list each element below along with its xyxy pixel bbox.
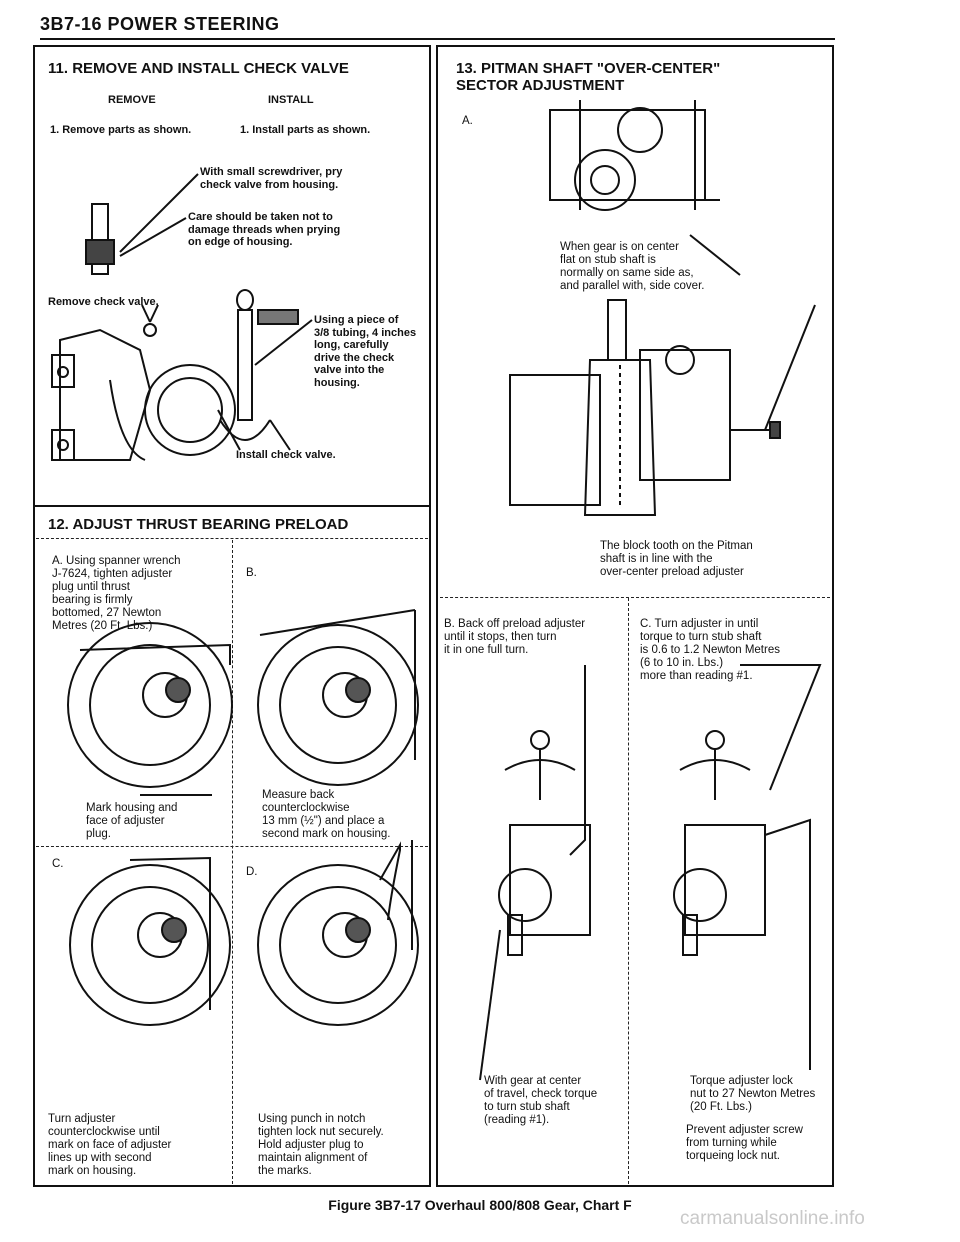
dashed-rule (36, 538, 428, 539)
step-b-label: B. (246, 567, 257, 579)
right-panel-frame (436, 45, 834, 1187)
section-divider (33, 505, 431, 507)
step-a-mark: Mark housing and face of adjuster plug. (86, 802, 178, 840)
watermark: carmanualsonline.info (680, 1208, 865, 1229)
section-11-title: 11. REMOVE AND INSTALL CHECK VALVE (48, 60, 349, 77)
install-step: 1. Install parts as shown. (240, 124, 371, 136)
step-13b-text: B. Back off preload adjuster until it st… (444, 618, 586, 656)
step-a-text: A. Using spanner wrench J-7624, tighten … (52, 555, 181, 632)
header-rule (40, 38, 835, 40)
dashed-divider (232, 540, 233, 1184)
thrust-bearing-illustration (67, 609, 419, 1026)
install-heading: INSTALL (268, 94, 314, 106)
note-care: Care should be taken not to damage threa… (188, 211, 341, 248)
figure-caption: Figure 3B7-17 Overhaul 800/808 Gear, Cha… (328, 1197, 632, 1213)
step-b-text: Measure back counterclockwise 13 mm (½")… (262, 789, 391, 840)
pitman-gear-illustration (509, 100, 816, 516)
dashed-divider (628, 598, 629, 1184)
page-header: 3B7-16 POWER STEERING (40, 14, 280, 34)
remove-step: 1. Remove parts as shown. (50, 124, 192, 136)
dashed-rule (36, 846, 428, 847)
step-13a-label: A. (462, 115, 473, 127)
note-block-tooth: The block tooth on the Pitman shaft is i… (600, 540, 753, 578)
left-panel-frame (33, 45, 431, 1187)
label-remove-check-valve: Remove check valve. (48, 296, 159, 308)
step-c-text: Turn adjuster counterclockwise until mar… (48, 1113, 172, 1177)
step-13c-text: C. Turn adjuster in until torque to turn… (640, 618, 780, 682)
step-13c-note1: Torque adjuster lock nut to 27 Newton Me… (690, 1075, 816, 1113)
step-c-label: C. (52, 858, 64, 870)
torque-check-illustration (479, 664, 822, 1081)
dashed-rule (440, 597, 830, 598)
label-install-check-valve: Install check valve. (236, 449, 336, 461)
step-d-label: D. (246, 866, 258, 878)
note-on-center: When gear is on center flat on stub shaf… (560, 241, 705, 292)
section-13-title: 13. PITMAN SHAFT "OVER-CENTER" SECTOR AD… (456, 60, 721, 94)
step-13c-note2: Prevent adjuster screw from turning whil… (686, 1124, 803, 1162)
step-13b-note: With gear at center of travel, check tor… (484, 1075, 598, 1126)
section-12-title: 12. ADJUST THRUST BEARING PRELOAD (48, 516, 349, 533)
step-d-text: Using punch in notch tighten lock nut se… (258, 1113, 384, 1177)
remove-heading: REMOVE (108, 94, 156, 106)
note-tubing: Using a piece of 3/8 tubing, 4 inches lo… (314, 314, 417, 389)
note-screwdriver: With small screwdriver, pry check valve … (200, 166, 343, 191)
check-valve-illustration (51, 173, 313, 461)
